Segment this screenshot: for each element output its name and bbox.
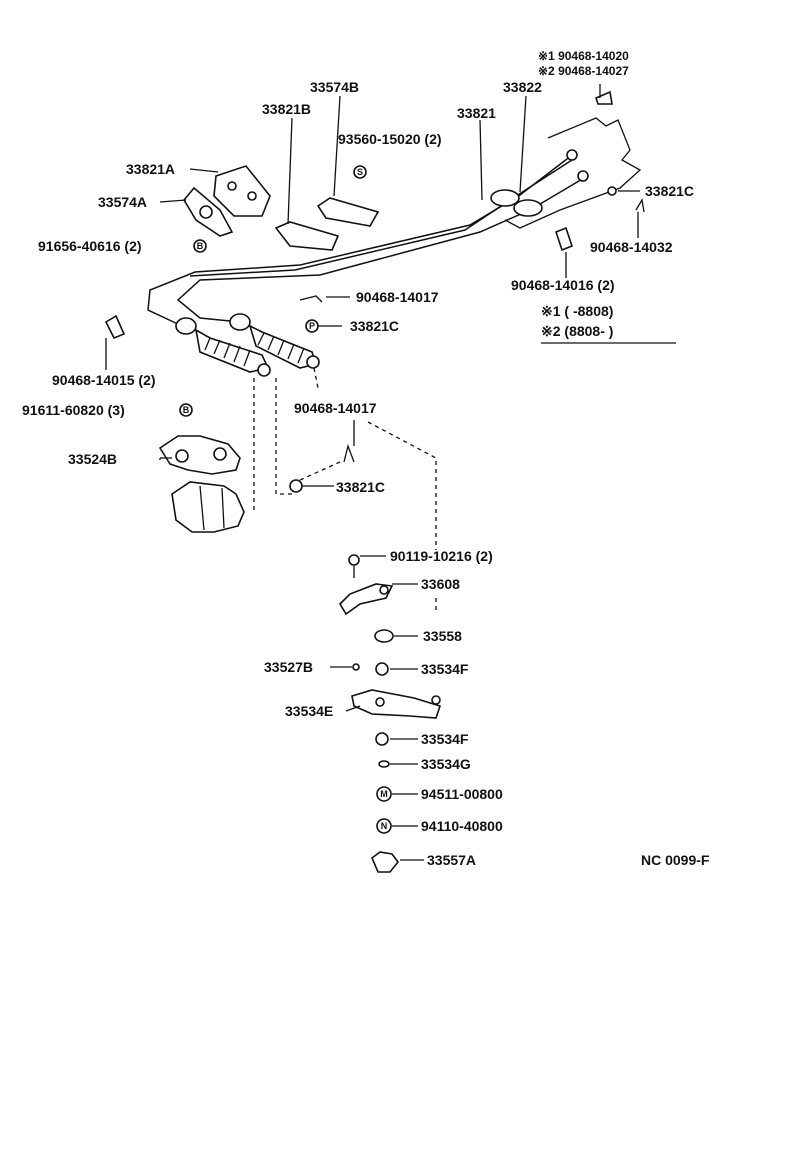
svg-text:N: N (381, 821, 388, 831)
label-33534F-upper: 33534F (421, 661, 469, 677)
bushing-33558 (374, 629, 394, 643)
symbol-N-icon: N (381, 821, 388, 831)
label-33574B: 33574B (310, 79, 359, 95)
washer-94511-00800 (376, 786, 392, 802)
clip-90468-14016 (555, 226, 573, 252)
svg-text:M: M (380, 789, 388, 799)
label-94511-00800: 94511-00800 (421, 786, 503, 802)
symbol-S-icon: S (353, 165, 367, 179)
lever-33534E (351, 689, 442, 719)
label-33558: 33558 (423, 628, 462, 644)
label-33821B: 33821B (262, 101, 311, 117)
label-33821C-mid: 33821C (350, 318, 399, 334)
cable-boot-right (229, 313, 320, 369)
label-90119-10216: 90119-10216 (2) (390, 548, 493, 564)
svg-text:B: B (183, 405, 190, 415)
clip-90468-14032 (635, 198, 645, 213)
symbol-M-icon: M (380, 789, 388, 799)
bolt-90119-10216 (348, 554, 360, 578)
label-90468-14016: 90468-14016 (2) (511, 277, 615, 293)
washer-33821C-lower (289, 479, 303, 493)
symbol-B2-icon: B (179, 403, 193, 417)
nut-94110-40800 (376, 818, 392, 834)
clip-90468-14017-lower (343, 443, 355, 463)
label-33822: 33822 (503, 79, 542, 95)
svg-text:B: B (197, 241, 204, 251)
label-90468-14017-upper: 90468-14017 (356, 289, 439, 305)
label-33608: 33608 (421, 576, 460, 592)
label-33821C-lower: 33821C (336, 479, 385, 495)
svg-text:P: P (309, 321, 315, 331)
label-33821: 33821 (457, 105, 496, 121)
label-90468-14017-lower: 90468-14017 (294, 400, 377, 416)
plate-33574B (316, 197, 380, 227)
pin-33527B (352, 663, 360, 671)
bracket-33524B (158, 435, 241, 475)
retainer-plate-33821A (213, 165, 271, 217)
bushing-33534F-lower (375, 732, 389, 746)
label-33524B: 33524B (68, 451, 117, 467)
note-2: ※2 (8808- ) (541, 323, 613, 339)
lever-33608 (338, 583, 394, 616)
label-91611-60820: 91611-60820 (3) (22, 402, 125, 418)
symbol-B-icon: B (193, 239, 207, 253)
retainer-33574A (183, 186, 234, 237)
dashed-guide-lines (253, 367, 437, 614)
cable-boot-left (175, 317, 271, 377)
svg-text:S: S (357, 167, 363, 177)
label-90468-14027: ※2 90468-14027 (538, 64, 629, 78)
plate-33821B (274, 221, 340, 251)
shift-cable-assembly (147, 149, 589, 326)
cap-33557A (371, 851, 400, 873)
label-33534F-lower: 33534F (421, 731, 469, 747)
washer-33534G (378, 760, 390, 768)
washer-33821C-right (607, 186, 617, 196)
label-33527B: 33527B (264, 659, 313, 675)
label-33534E: 33534E (285, 703, 333, 719)
label-91656-40616: 91656-40616 (2) (38, 238, 142, 254)
leader-lines (105, 84, 640, 861)
transmission-housing (171, 481, 245, 533)
label-33821A: 33821A (126, 161, 175, 177)
label-33574A: 33574A (98, 194, 147, 210)
label-94110-40800: 94110-40800 (421, 818, 503, 834)
label-93560-15020: 93560-15020 (2) (338, 131, 442, 147)
label-90468-14020: ※1 90468-14020 (538, 49, 629, 63)
transmission-bracket-outline (504, 117, 642, 229)
bushing-33534F-upper (375, 662, 389, 676)
label-90468-14032: 90468-14032 (590, 239, 673, 255)
clip-90468-14015 (104, 314, 126, 340)
clip-90468-14020 (595, 90, 613, 105)
figure-code: NC 0099-F (641, 852, 710, 868)
label-33821C-right: 33821C (645, 183, 694, 199)
label-33534G: 33534G (421, 756, 471, 772)
clip-90468-14017-upper (299, 295, 323, 303)
label-90468-14015: 90468-14015 (2) (52, 372, 156, 388)
symbol-P-icon: P (305, 319, 319, 333)
label-33557A: 33557A (427, 852, 476, 868)
note-1: ※1 ( -8808) (541, 303, 613, 319)
